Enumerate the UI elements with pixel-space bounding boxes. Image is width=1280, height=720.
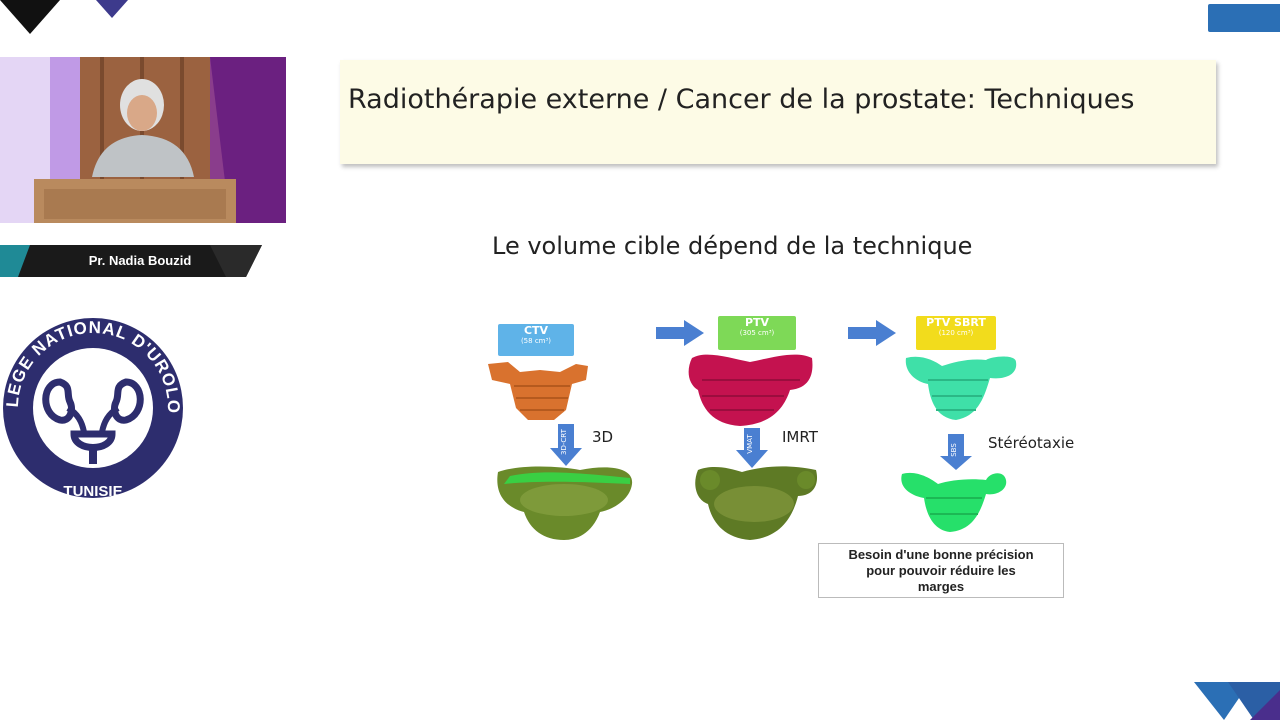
- corner-decoration-purple: [96, 0, 128, 18]
- sbrt-label-box: PTV SBRT (120 cm³): [916, 316, 996, 350]
- ctv-label: CTV: [523, 324, 549, 337]
- precision-note: Besoin d'une bonne précision pour pouvoi…: [818, 543, 1064, 598]
- corner-decoration-bottom-right: [1190, 680, 1280, 720]
- dose-imrt-shape: [695, 466, 818, 540]
- dose-sbrt-shape: [901, 472, 1007, 532]
- note-line-3: marges: [917, 579, 965, 594]
- ptv-label-box: PTV (305 cm³): [718, 316, 796, 350]
- arrow-text-3dcrt: 3D-CRT: [560, 428, 568, 455]
- speaker-nameplate: [0, 245, 262, 277]
- ctv-detail: (58 cm³): [520, 337, 552, 345]
- slide-subtitle: Le volume cible dépend de la technique: [492, 232, 973, 260]
- ctv-label-box: CTV (58 cm³): [498, 324, 574, 356]
- note-line-2: pour pouvoir réduire les: [866, 563, 1016, 578]
- sbrt-detail: (120 cm³): [938, 329, 974, 337]
- svg-text:TUNISIE: TUNISIE: [63, 483, 122, 500]
- slide-title: Radiothérapie externe / Cancer de la pro…: [348, 84, 1135, 115]
- ptv-label: PTV: [744, 316, 770, 329]
- sbrt-label: PTV SBRT: [926, 316, 986, 329]
- technique-stereotaxie-label: Stéréotaxie: [988, 434, 1075, 452]
- arrow-text-vmat: VMAT: [746, 434, 754, 454]
- dose-3d-shape: [497, 466, 633, 540]
- arrow-down-icon: SBS: [940, 434, 972, 470]
- technique-imrt-label: IMRT: [782, 428, 818, 446]
- arrow-down-icon: VMAT: [736, 428, 768, 468]
- sbrt-volume-shape: [905, 356, 1017, 420]
- note-line-1: Besoin d'une bonne précision: [848, 547, 1034, 562]
- ptv-detail: (305 cm³): [739, 329, 775, 337]
- ctv-volume-shape: [488, 362, 588, 420]
- speaker-name: Pr. Nadia Bouzid: [88, 253, 192, 268]
- arrow-right-icon: [848, 320, 896, 346]
- corner-decoration-black: [0, 0, 60, 34]
- arrow-text-sbs: SBS: [950, 443, 958, 457]
- slide-title-box: [340, 60, 1216, 164]
- ptv-volume-shape: [688, 354, 813, 426]
- corner-decoration-blue-bar: [1208, 4, 1280, 32]
- arrow-right-icon: [656, 320, 704, 346]
- college-logo: COLLEGE NATIONAL D'UROLOGIE TUNISIE: [0, 295, 186, 506]
- technique-3d-label: 3D: [592, 428, 614, 446]
- volume-figure: 3D-CRT VMAT SBS: [480, 300, 1100, 550]
- arrow-down-icon: 3D-CRT: [550, 424, 582, 466]
- speaker-video: [0, 57, 286, 223]
